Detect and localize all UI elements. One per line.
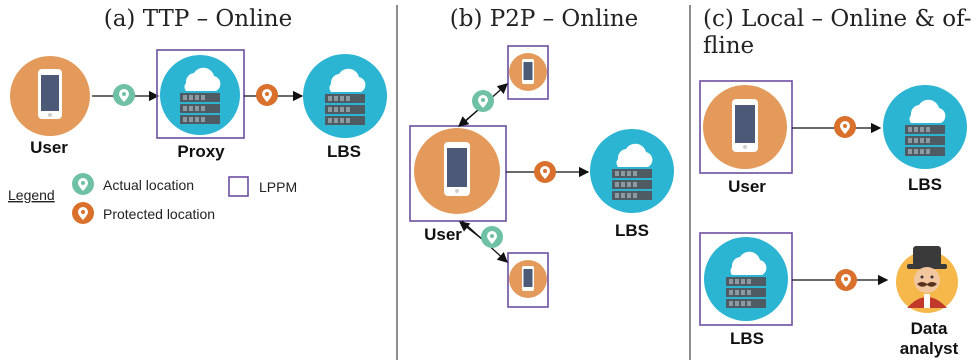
- location-pin-icon: [72, 202, 94, 224]
- legend-lppm-box: [228, 176, 249, 197]
- local-analyst-label-line1: Data: [911, 319, 948, 338]
- local-lbs-online-label: LBS: [908, 175, 942, 194]
- data-analyst-icon: [896, 246, 958, 313]
- cloud-server-icon: [612, 143, 653, 200]
- smartphone-icon: [732, 99, 758, 152]
- legend-lppm-label: LPPM: [259, 179, 297, 195]
- location-pin-icon: [834, 116, 856, 138]
- local-user-label: User: [728, 177, 766, 196]
- cloud-server-icon: [905, 99, 946, 156]
- location-pin-icon: [113, 84, 135, 106]
- local-lbs-offline-label: LBS: [730, 329, 764, 348]
- cloud-server-icon: [726, 251, 767, 308]
- p2p-peer-top-lppm-box: [507, 45, 549, 100]
- location-pin-icon: [534, 161, 556, 183]
- location-pin-icon: [481, 226, 503, 248]
- p2p-lbs-node: [590, 129, 674, 213]
- ttp-user-node: [10, 56, 90, 136]
- local-lbs-online-node: [883, 85, 967, 169]
- ttp-proxy-node: [160, 55, 240, 135]
- local-lbs-lppm-box: [699, 232, 793, 326]
- legend: Legend Actual location Protected locatio…: [8, 173, 297, 224]
- p2p-user-label: User: [424, 225, 462, 244]
- ttp-lbs-label: LBS: [327, 142, 361, 161]
- panel-local: (c) Local – Online & of- fline User: [699, 6, 972, 358]
- panel-ttp: (a) TTP – Online User: [8, 6, 387, 224]
- panel-ttp-title: (a) TTP – Online: [104, 6, 292, 32]
- p2p-peer-top-node: [509, 53, 547, 91]
- local-user-node: [703, 85, 787, 169]
- p2p-lbs-label: LBS: [615, 221, 649, 240]
- panel-local-title-line2: fline: [703, 33, 754, 59]
- p2p-peer-bottom-lppm-box: [507, 252, 549, 308]
- location-pin-icon: [256, 84, 278, 106]
- cloud-server-icon: [180, 67, 221, 124]
- p2p-user-lppm-box: [409, 125, 507, 222]
- ttp-lbs-node: [303, 54, 387, 138]
- legend-actual-label: Actual location: [103, 177, 194, 193]
- p2p-peer-bottom-node: [509, 260, 547, 298]
- location-pin-icon: [472, 90, 494, 112]
- p2p-user-node: [414, 128, 500, 214]
- smartphone-icon: [444, 142, 470, 196]
- ttp-proxy-lppm-box: [156, 49, 245, 139]
- smartphone-icon: [522, 266, 534, 291]
- ttp-user-label: User: [30, 138, 68, 157]
- cloud-server-icon: [325, 68, 366, 125]
- local-lbs-offline-node: [704, 237, 788, 321]
- legend-protected-label: Protected location: [103, 206, 215, 222]
- local-analyst-label-line2: analyst: [900, 339, 959, 358]
- legend-title: Legend: [8, 187, 55, 203]
- local-user-lppm-box: [699, 80, 793, 174]
- location-pin-icon: [835, 269, 857, 291]
- smartphone-icon: [522, 59, 534, 84]
- location-pin-icon: [72, 173, 94, 195]
- smartphone-icon: [38, 69, 62, 119]
- panel-p2p-title: (b) P2P – Online: [450, 6, 639, 32]
- panel-p2p: (b) P2P – Online: [409, 6, 674, 308]
- panel-local-title-line1: (c) Local – Online & of-: [703, 6, 972, 32]
- ttp-proxy-label: Proxy: [177, 142, 225, 161]
